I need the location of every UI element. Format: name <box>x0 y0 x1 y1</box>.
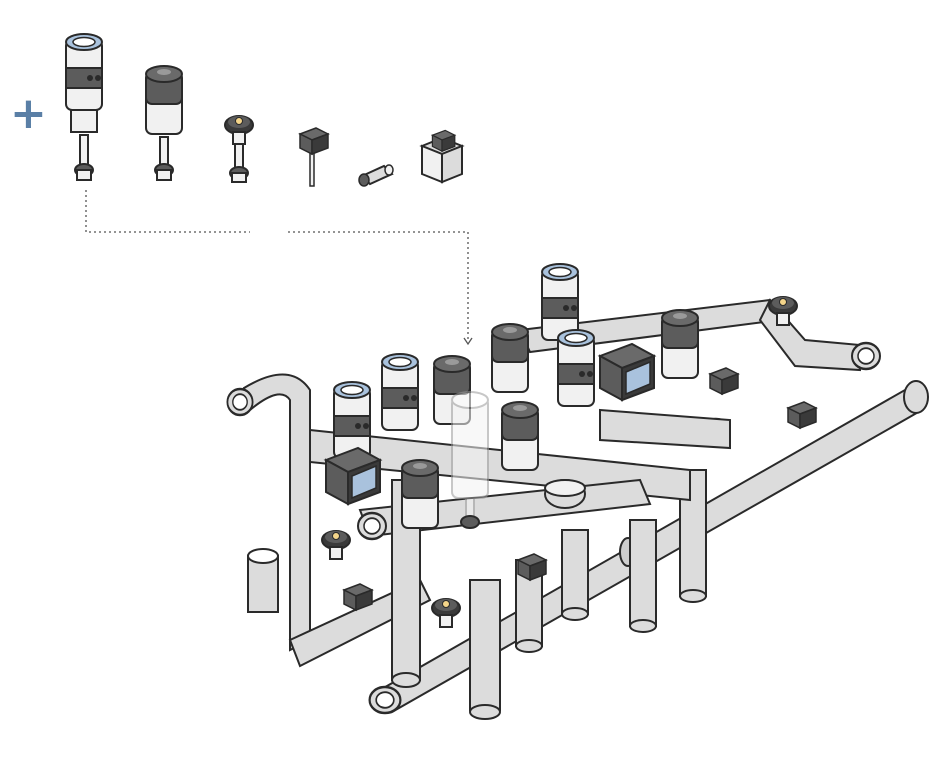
plus-sign: + <box>10 88 47 139</box>
valve-with-top-control-unit-icon <box>65 33 103 181</box>
solenoid-control-box-icon <box>419 129 465 184</box>
ghost-placement-valve <box>451 391 489 519</box>
connector-arrow-icon <box>463 337 473 346</box>
manual-valve-handwheel-icon <box>224 115 254 183</box>
temperature-sensor-icon <box>299 127 329 187</box>
valve-with-actuator-icon <box>145 65 183 181</box>
pipe-connector-icon <box>358 164 394 187</box>
placement-connector-line <box>85 190 469 340</box>
manifold-assembly <box>226 263 929 720</box>
